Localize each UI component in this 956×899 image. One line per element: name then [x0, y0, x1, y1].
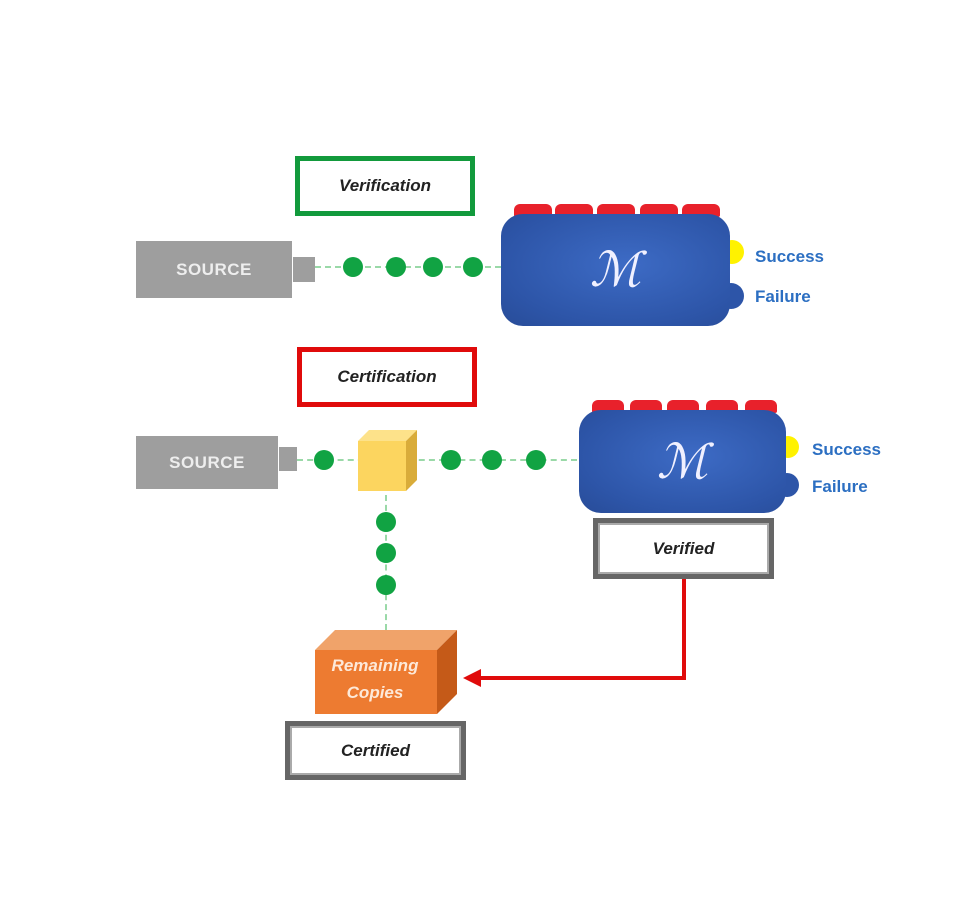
- source-node-verification: SOURCE: [136, 241, 292, 298]
- machine-cap: [592, 400, 624, 413]
- success-label: Success: [755, 247, 824, 266]
- machine-logo-icon: ℳ: [589, 242, 642, 298]
- machine-cap: [555, 204, 593, 217]
- connector-dot: [482, 450, 502, 470]
- remaining-copies-label: Remaining Copies: [315, 652, 435, 706]
- source-plug: [279, 447, 297, 471]
- connector-dot: [526, 450, 546, 470]
- connector-dot: [423, 257, 443, 277]
- certification-title: Certification: [337, 367, 437, 386]
- machine-cap: [682, 204, 720, 217]
- connector-dot: [343, 257, 363, 277]
- connector-dot: [463, 257, 483, 277]
- verification-label-box: Verification: [295, 156, 475, 216]
- splitter-cube-icon: [358, 430, 417, 491]
- success-label: Success: [812, 440, 881, 459]
- machine-cap: [706, 400, 738, 413]
- source-plug: [293, 257, 315, 282]
- failure-label: Failure: [812, 477, 868, 496]
- certification-label-box: Certification: [297, 347, 477, 407]
- verification-title: Verification: [339, 176, 431, 195]
- machine-logo-icon: ℳ: [656, 433, 709, 490]
- connector-line: [297, 459, 577, 461]
- machine-cap: [630, 400, 662, 413]
- machine-certification: ℳ: [579, 410, 786, 513]
- connector-dot: [314, 450, 334, 470]
- source-label: SOURCE: [176, 259, 252, 279]
- remaining-line-1: Remaining: [331, 656, 419, 675]
- connector-line: [315, 266, 501, 268]
- failure-label: Failure: [755, 287, 811, 306]
- machine-cap: [667, 400, 699, 413]
- source-node-certification: SOURCE: [136, 436, 278, 489]
- source-label: SOURCE: [169, 452, 245, 472]
- verified-label-box: Verified: [593, 518, 774, 579]
- machine-cap: [514, 204, 552, 217]
- remaining-line-2: Copies: [346, 683, 404, 702]
- machine-cap: [640, 204, 678, 217]
- connector-dot: [376, 575, 396, 595]
- machine-cap: [745, 400, 777, 413]
- certified-label-box: Certified: [285, 721, 466, 780]
- connector-dot: [441, 450, 461, 470]
- remaining-copies-box-icon: [315, 630, 457, 714]
- verified-label: Verified: [652, 538, 715, 558]
- connector-dot: [386, 257, 406, 277]
- machine-cap: [597, 204, 635, 217]
- certified-label: Certified: [341, 740, 410, 760]
- connector-dot: [376, 543, 396, 563]
- return-arrow: [463, 579, 686, 687]
- connector-dot: [376, 512, 396, 532]
- machine-verification: ℳ: [501, 214, 730, 326]
